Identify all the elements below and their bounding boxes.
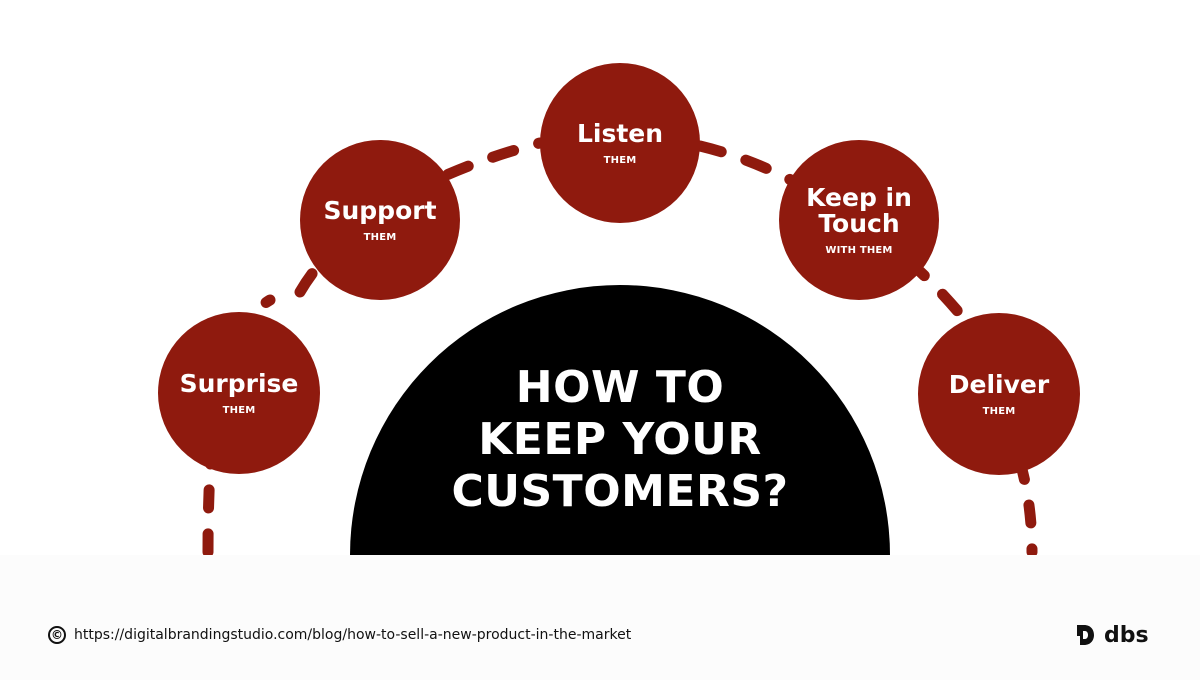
- copyright-icon: ©: [48, 626, 66, 644]
- node-listen-label: Listen: [576, 118, 664, 148]
- node-surprise: Surprise THEM: [158, 312, 320, 474]
- source-url[interactable]: https://digitalbrandingstudio.com/blog/h…: [74, 627, 632, 643]
- brand-name: dbs: [1104, 622, 1149, 648]
- node-keep-in-touch: Keep in Touch WITH THEM: [779, 140, 939, 300]
- node-support-sub: THEM: [363, 231, 397, 243]
- node-deliver-sub: THEM: [982, 405, 1016, 417]
- node-listen-sub: THEM: [603, 154, 637, 166]
- footer-band: [0, 555, 1200, 680]
- node-support: Support THEM: [300, 140, 460, 300]
- node-surprise-sub: THEM: [222, 404, 256, 416]
- node-keep-in-touch-label: Keep in Touch: [806, 182, 912, 238]
- node-support-label: Support: [323, 195, 437, 225]
- d-logo-icon: [1077, 625, 1094, 645]
- diagram-title: HOW TO KEEP YOUR CUSTOMERS?: [350, 362, 890, 518]
- node-deliver: Deliver THEM: [918, 313, 1080, 475]
- brand-logo: dbs: [1074, 620, 1149, 650]
- node-surprise-label: Surprise: [179, 368, 299, 398]
- dash-left-lower: [202, 294, 276, 558]
- title-line-2: KEEP YOUR: [478, 414, 762, 465]
- node-listen: Listen THEM: [540, 63, 700, 223]
- node-keep-in-touch-sub: WITH THEM: [825, 244, 893, 256]
- title-line-1: HOW TO: [515, 362, 725, 413]
- dash-right-lower: [1014, 456, 1038, 558]
- source-credit: © https://digitalbrandingstudio.com/blog…: [48, 623, 631, 647]
- node-deliver-label: Deliver: [948, 369, 1050, 399]
- title-line-3: CUSTOMERS?: [451, 466, 789, 517]
